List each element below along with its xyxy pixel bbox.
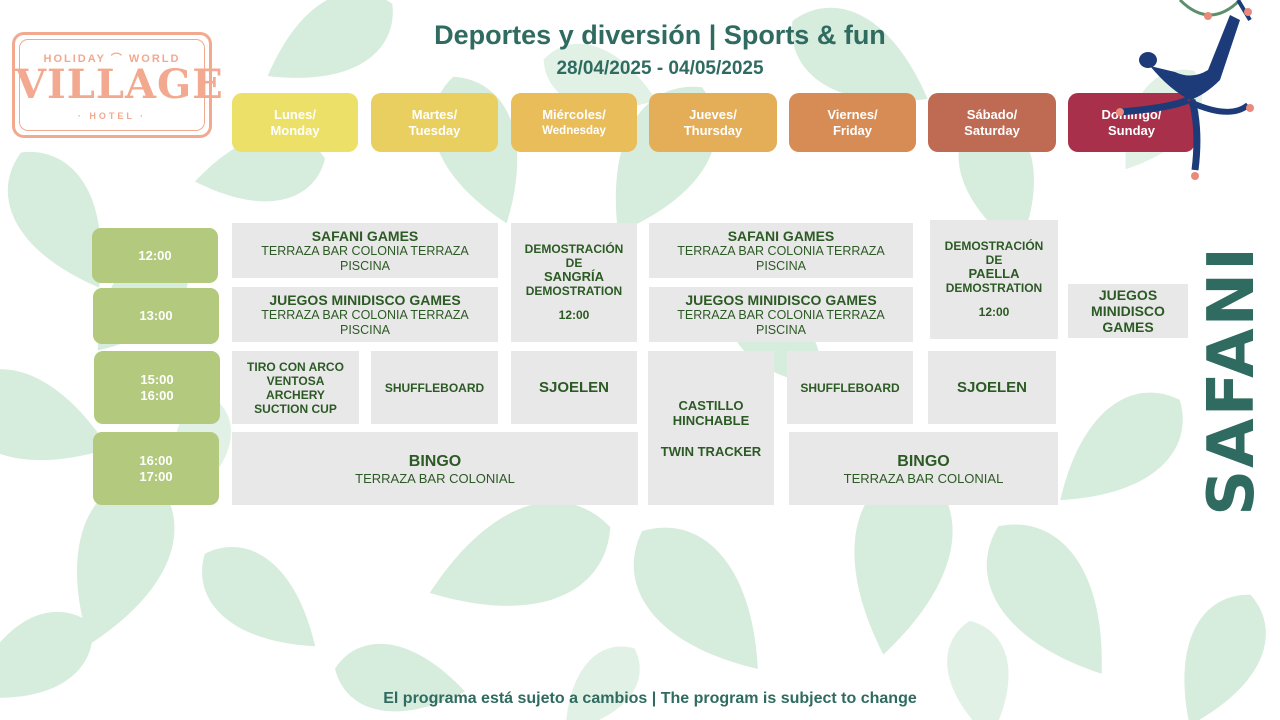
activity-line: GAMES bbox=[1102, 319, 1154, 335]
date-range: 28/04/2025 - 04/05/2025 bbox=[556, 58, 764, 79]
activity-line: SANGRÍA bbox=[544, 269, 604, 284]
day-es-label: Jueves/ bbox=[689, 106, 737, 122]
day-en-label: Monday bbox=[270, 122, 320, 138]
activity-name: BINGO bbox=[897, 452, 950, 470]
day-en-label: Friday bbox=[832, 122, 872, 138]
activity-juegos-minidisco-mon-tue: JUEGOS MINIDISCO GAMES TERRAZA BAR COLON… bbox=[232, 287, 498, 342]
day-en-label: Saturday bbox=[964, 122, 1020, 138]
time-label: 16:00 bbox=[140, 387, 174, 403]
activity-line: DEMOSTRATION bbox=[525, 284, 623, 298]
activity-line: TWIN TRACKER bbox=[660, 443, 762, 459]
activity-bingo-mon-wed: BINGO TERRAZA BAR COLONIAL bbox=[232, 432, 638, 505]
time-label: 13:00 bbox=[139, 308, 173, 323]
activity-line: DEMOSTRACIÓN bbox=[944, 239, 1044, 253]
activity-location: TERRAZA BAR COLONIA TERRAZA PISCINA bbox=[261, 243, 469, 273]
monkey-illustration bbox=[1116, 0, 1254, 180]
day-header-tuesday: Martes/Tuesday bbox=[371, 93, 498, 152]
footer-disclaimer: El programa está sujeto a cambios | The … bbox=[383, 690, 917, 707]
activity-shuffleboard-tuesday: SHUFFLEBOARD bbox=[371, 351, 498, 424]
time-label: 17:00 bbox=[139, 468, 173, 484]
day-es-label: Viernes/ bbox=[827, 106, 878, 122]
activity-line: CASTILLO bbox=[678, 397, 744, 413]
activity-line: TIRO CON ARCO bbox=[247, 359, 344, 374]
activity-line: MINIDISCO bbox=[1091, 303, 1165, 319]
time-slot-1600-1700: 16:00 17:00 bbox=[93, 432, 219, 505]
page-title: Deportes y diversión | Sports & fun bbox=[434, 20, 886, 50]
day-en-label: Thursday bbox=[683, 122, 743, 138]
day-en-label: Sunday bbox=[1108, 122, 1155, 138]
activity-line: SUCTION CUP bbox=[254, 401, 337, 416]
day-header-wednesday: Miércoles/Wednesday bbox=[511, 93, 637, 152]
activity-line: ARCHERY bbox=[266, 387, 325, 402]
activity-sjoelen-saturday: SJOELEN bbox=[928, 351, 1056, 424]
time-slot-1200: 12:00 bbox=[92, 228, 218, 283]
activity-name: SAFANI GAMES bbox=[311, 227, 419, 244]
day-header-monday: Lunes/Monday bbox=[232, 93, 358, 152]
activity-juegos-minidisco-sunday: JUEGOS MINIDISCO GAMES bbox=[1068, 284, 1188, 338]
activity-sjoelen-wednesday: SJOELEN bbox=[511, 351, 637, 424]
activity-name: JUEGOS MINIDISCO GAMES bbox=[685, 291, 877, 308]
time-label: 15:00 bbox=[140, 371, 174, 387]
activity-line: JUEGOS bbox=[1098, 287, 1158, 303]
activity-safani-games-mon-tue: SAFANI GAMES TERRAZA BAR COLONIA TERRAZA… bbox=[232, 223, 498, 278]
safani-side-label: SAFANI bbox=[1195, 235, 1269, 525]
day-es-label: Sábado/ bbox=[966, 106, 1018, 122]
activity-demo-sangria: DEMOSTRACIÓN DE SANGRÍA DEMOSTRATION 12:… bbox=[511, 223, 637, 342]
activity-line: HINCHABLE bbox=[672, 412, 750, 428]
time-slot-1300: 13:00 bbox=[93, 288, 219, 344]
activity-location: TERRAZA BAR COLONIA TERRAZA PISCINA bbox=[261, 307, 469, 337]
activity-archery: TIRO CON ARCO VENTOSA ARCHERY SUCTION CU… bbox=[232, 351, 359, 424]
activity-line: DE bbox=[985, 253, 1003, 267]
activity-name: JUEGOS MINIDISCO GAMES bbox=[269, 291, 461, 308]
day-es-label: Martes/ bbox=[411, 106, 458, 122]
activity-demo-paella: DEMOSTRACIÓN DE PAELLA DEMOSTRATION 12:0… bbox=[930, 220, 1058, 339]
activity-time: 12:00 bbox=[558, 308, 590, 322]
logo-bottom-text: · HOTEL · bbox=[77, 111, 147, 121]
day-en-label: Wednesday bbox=[542, 124, 606, 137]
activity-location: TERRAZA BAR COLONIAL bbox=[843, 470, 1004, 486]
day-header-thursday: Jueves/Thursday bbox=[649, 93, 777, 152]
day-en-label: Tuesday bbox=[408, 122, 461, 138]
activity-line: DE bbox=[565, 256, 583, 270]
activity-castillo-hinchable: CASTILLO HINCHABLE TWIN TRACKER bbox=[648, 351, 774, 505]
logo-top-text: HOLIDAY ⌒ WORLD bbox=[43, 53, 181, 65]
activity-name: SJOELEN bbox=[956, 378, 1028, 396]
safani-text: SAFANI bbox=[1195, 244, 1269, 516]
activity-location: TERRAZA BAR COLONIAL bbox=[355, 470, 515, 486]
activity-name: BINGO bbox=[408, 452, 462, 470]
time-slot-1500-1600: 15:00 16:00 bbox=[94, 351, 220, 424]
day-header-friday: Viernes/Friday bbox=[789, 93, 916, 152]
activity-line: DEMOSTRATION bbox=[945, 281, 1043, 295]
activity-location: TERRAZA BAR COLONIA TERRAZA PISCINA bbox=[677, 243, 885, 273]
activity-juegos-minidisco-thu-fri: JUEGOS MINIDISCO GAMES TERRAZA BAR COLON… bbox=[649, 287, 913, 342]
time-label: 16:00 bbox=[139, 452, 173, 468]
activity-name: SHUFFLEBOARD bbox=[384, 380, 485, 395]
activity-line: PAELLA bbox=[968, 266, 1020, 281]
activity-safani-games-thu-fri: SAFANI GAMES TERRAZA BAR COLONIA TERRAZA… bbox=[649, 223, 913, 278]
activity-name: SJOELEN bbox=[538, 378, 610, 396]
day-es-label: Miércoles/ bbox=[542, 106, 606, 122]
day-es-label: Lunes/ bbox=[274, 106, 316, 122]
activity-name: SAFANI GAMES bbox=[727, 227, 835, 244]
activity-name: SHUFFLEBOARD bbox=[800, 380, 900, 395]
activity-bingo-fri-sat: BINGO TERRAZA BAR COLONIAL bbox=[789, 432, 1058, 505]
time-label: 12:00 bbox=[138, 247, 172, 263]
activity-location: TERRAZA BAR COLONIA TERRAZA PISCINA bbox=[677, 307, 885, 337]
activity-shuffleboard-friday: SHUFFLEBOARD bbox=[787, 351, 913, 424]
logo-main-text: VILLAGE bbox=[15, 61, 224, 108]
activity-line: DEMOSTRACIÓN bbox=[524, 242, 624, 256]
day-header-saturday: Sábado/Saturday bbox=[928, 93, 1056, 152]
activity-line: VENTOSA bbox=[266, 373, 325, 388]
village-hotel-logo: HOLIDAY ⌒ WORLD VILLAGE · HOTEL · bbox=[12, 32, 224, 138]
activity-time: 12:00 bbox=[978, 305, 1010, 319]
